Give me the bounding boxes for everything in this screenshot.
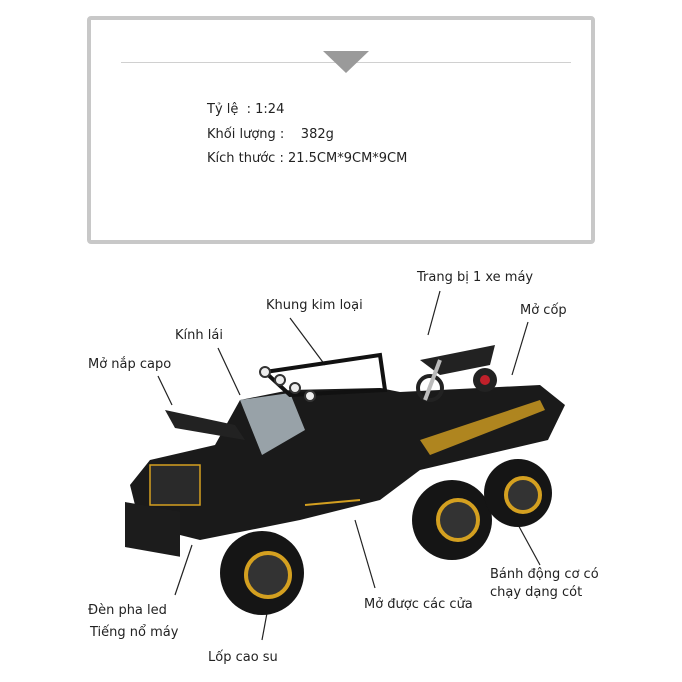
label-drive-line1: Bánh động cơ có (490, 567, 599, 582)
spec-panel: Tỷ lệ : 1:24 Khối lượng : 382g Kích thướ… (87, 16, 595, 244)
spec-size: Kích thước : 21.5CM*9CM*9CM (207, 151, 408, 166)
triangle-marker-icon (323, 51, 369, 73)
label-headlight: Đèn pha led (88, 603, 167, 618)
label-motorbike: Trang bị 1 xe máy (417, 270, 534, 285)
wheels (220, 459, 552, 615)
motorbike-figure (416, 345, 497, 402)
label-trunk: Mở cốp (520, 303, 567, 318)
label-engine-sound: Tiếng nổ máy (90, 625, 179, 640)
label-tire: Lốp cao su (208, 650, 278, 665)
spec-scale: Tỷ lệ : 1:24 (207, 102, 285, 117)
spec-weight: Khối lượng : 382g (207, 127, 334, 142)
label-hood: Mở nắp capo (88, 357, 172, 372)
label-windshield: Kính lái (175, 328, 223, 343)
label-frame: Khung kim loại (266, 298, 363, 313)
label-doors: Mở được các cửa (364, 597, 473, 612)
label-drive-line2: chạy dạng cót (490, 585, 583, 600)
